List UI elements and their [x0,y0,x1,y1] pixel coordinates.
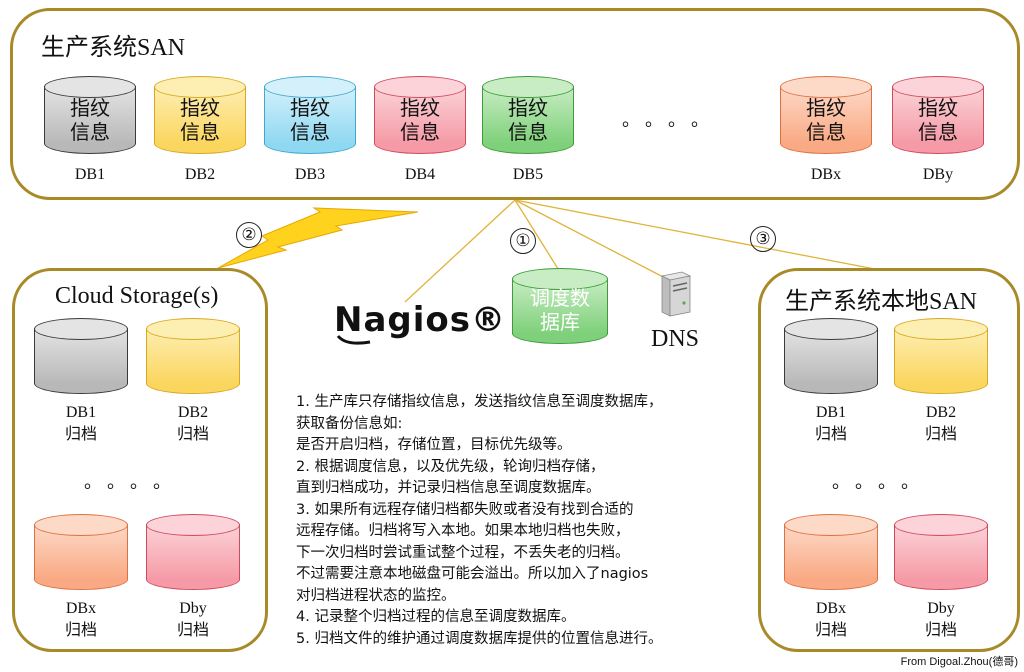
line-to-schedule-db [514,199,561,273]
local-archive-db-2 [894,318,988,394]
fingerprint-db-label-6: DBx [810,166,842,183]
note-line: 直到归档成功，并记录归档信息至调度数据库。 [296,480,601,496]
cloud-storage-title: Cloud Storage(s) [55,283,219,309]
local-archive-db-4 [894,514,988,590]
line-to-nagios [404,199,516,303]
cloud-archive-sub-3: 归档 [64,622,97,639]
schedule-db-cylinder: 调度数据库 [512,268,608,344]
local-archive-sub-3: 归档 [814,622,847,639]
note-line: 2. 根据调度信息，以及优先级，轮询归档存储， [296,458,605,475]
fingerprint-db-4-text-1: 指纹 [400,96,440,120]
cloud-archive-db-1 [34,318,128,394]
local-archive-sub-1: 归档 [814,426,847,443]
local-ellipsis: 。。。。 [832,472,933,493]
schedule-db-cylinder-text-2: 据库 [540,310,580,334]
note-line: 对归档进程状态的监控。 [296,587,456,604]
local-archive-name-2: DB2 [925,404,957,421]
fingerprint-db-2-text-2: 信息 [180,120,220,144]
note-line: 获取备份信息如: [296,415,403,432]
fingerprint-db-4-text-2: 信息 [400,120,440,144]
fingerprint-db-2-text-1: 指纹 [180,96,220,120]
local-archive-db-3 [784,514,878,590]
note-line: 4. 记录整个归档过程的信息至调度数据库。 [296,609,576,625]
production-san-title: 生产系统SAN [41,35,186,61]
fingerprint-db-1-text-1: 指纹 [70,96,110,120]
lightning-bolt [217,207,419,269]
fingerprint-db-5: 指纹信息 [482,76,574,154]
cloud-archive-sub-1: 归档 [64,426,97,443]
fingerprint-db-3: 指纹信息 [264,76,356,154]
note-line: 5. 归档文件的维护通过调度数据库提供的位置信息进行。 [296,630,663,647]
nagios-logo: Nagios® [334,300,506,345]
cloud-archive-sub-2: 归档 [176,426,209,443]
cloud-archive-db-4 [146,514,240,590]
fingerprint-db-4: 指纹信息 [374,76,466,154]
fingerprint-db-5-text-1: 指纹 [508,96,548,120]
credit-text: From Digoal.Zhou(德哥) [900,656,1018,668]
local-san-title: 生产系统本地SAN [785,289,978,315]
local-archive-sub-4: 归档 [924,622,957,639]
fingerprint-db-label-5: DB5 [512,166,544,183]
fingerprint-db-6-text-1: 指纹 [806,96,846,120]
cloud-archive-db-3 [34,514,128,590]
fingerprint-db-label-4: DB4 [404,166,436,183]
local-archive-name-1: DB1 [815,404,847,421]
note-line: 1. 生产库只存储指纹信息，发送指纹信息至调度数据库， [296,394,663,410]
top-ellipsis: 。。。。 [622,110,723,131]
fingerprint-db-3-text-2: 信息 [290,120,330,144]
nagios-swoosh [336,334,371,345]
note-line: 3. 如果所有远程存储归档都失败或者没有找到合适的 [296,501,634,518]
fingerprint-db-7-text-2: 信息 [918,120,958,144]
fingerprint-db-label-2: DB2 [184,166,216,183]
fingerprint-db-label-3: DB3 [294,166,326,183]
cloud-archive-name-4: Dby [179,600,207,617]
note-line: 下一次归档时尝试重试整个过程，不丢失老的归档。 [296,544,630,561]
cloud-archive-name-3: DBx [65,600,97,617]
note-line: 是否开启归档，存储位置，目标优先级等。 [296,437,572,453]
cloud-ellipsis: 。。。。 [84,472,185,493]
fingerprint-db-2: 指纹信息 [154,76,246,154]
process-notes: 1. 生产库只存储指纹信息，发送指纹信息至调度数据库， 获取备份信息如: 是否开… [296,392,756,650]
fingerprint-db-7: 指纹信息 [892,76,984,154]
local-archive-name-3: DBx [815,600,847,617]
fingerprint-db-1: 指纹信息 [44,76,136,154]
dns-server-icon [656,270,692,318]
note-line: 不过需要注意本地磁盘可能会溢出。所以加入了nagios [296,566,649,582]
cloud-archive-name-2: DB2 [177,404,209,421]
fingerprint-db-1-text-2: 信息 [70,120,110,144]
local-archive-db-1 [784,318,878,394]
local-archive-name-4: Dby [927,600,955,617]
cloud-archive-sub-4: 归档 [176,622,209,639]
marker-one: ① [510,228,536,254]
fingerprint-db-label-1: DB1 [74,166,106,183]
nagios-logo-text: Nagios® [334,300,506,340]
fingerprint-db-3-text-1: 指纹 [290,96,330,120]
fingerprint-db-6: 指纹信息 [780,76,872,154]
dns-label: DNS [651,326,700,352]
marker-three: ③ [750,226,776,252]
line-to-dns [514,199,666,279]
local-archive-sub-2: 归档 [924,426,957,443]
fingerprint-db-6-text-2: 信息 [806,120,846,144]
fingerprint-db-7-text-1: 指纹 [918,96,958,120]
fingerprint-db-5-text-2: 信息 [508,120,548,144]
note-line: 远程存储。归档将写入本地。如果本地归档也失败， [296,523,630,539]
fingerprint-db-label-7: DBy [922,166,954,183]
cloud-archive-name-1: DB1 [65,404,97,421]
line-to-local-san [514,199,881,271]
schedule-db-cylinder-text-1: 调度数 [530,286,590,310]
marker-two: ② [236,222,262,248]
cloud-archive-db-2 [146,318,240,394]
